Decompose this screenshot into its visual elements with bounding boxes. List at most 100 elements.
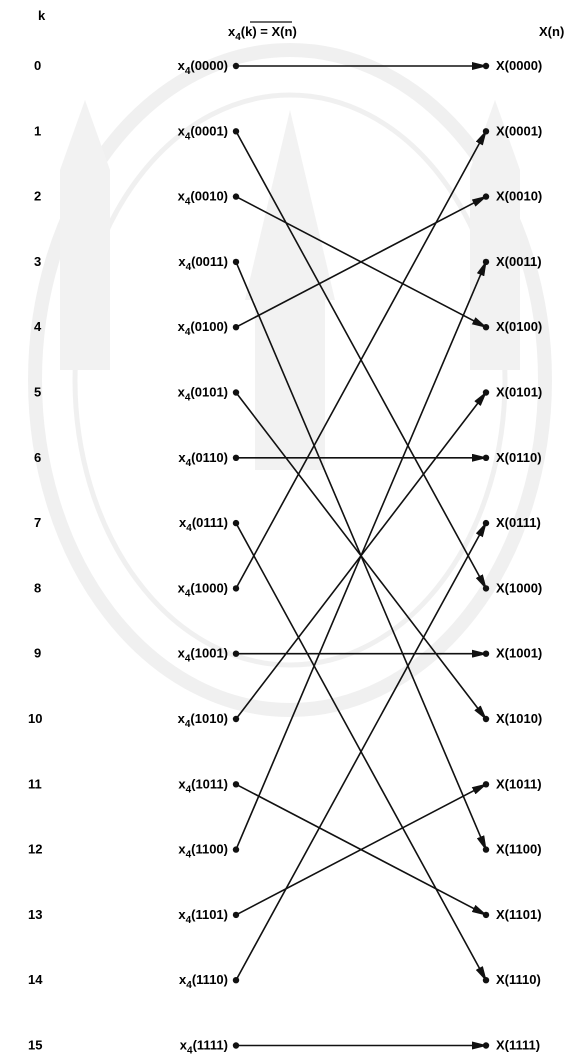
input-label-arg: (0001) [190,123,228,138]
output-label: X(0111) [496,515,541,530]
output-node-dot [483,977,489,983]
input-label-arg: (1110) [192,972,228,987]
input-label-arg: (0110) [191,450,228,465]
output-node-dot [483,259,489,265]
output-node-dot [483,193,489,199]
output-label: X(1100) [496,842,542,857]
k-value: 12 [28,842,42,857]
output-label: X(1010) [496,711,542,726]
k-value: 1 [34,123,41,138]
input-node-dot [233,324,239,330]
k-value: 5 [34,385,41,400]
input-label-arg: (1011) [191,776,228,791]
input-node-dot [233,781,239,787]
output-node-dot [483,324,489,330]
input-label: x4(1001) [178,646,228,665]
input-label: x4(0001) [178,123,228,142]
output-node-dot [483,520,489,526]
output-node-dot [483,389,489,395]
output-node-dot [483,128,489,134]
k-value: 0 [34,58,41,73]
output-label: X(0011) [496,254,542,269]
input-label: x4(1111) [180,1038,228,1057]
output-node-dot [483,912,489,918]
output-label: X(0101) [496,385,542,400]
output-label: X(1101) [496,907,542,922]
input-node-dot [233,63,239,69]
output-label: X(0000) [496,58,542,73]
input-label-arg: (0010) [190,189,228,204]
output-node-dot [483,651,489,657]
output-node-dot [483,63,489,69]
output-node-dot [483,781,489,787]
input-label: x4(1011) [178,776,228,795]
input-label: x4(0101) [178,385,228,404]
input-node-dot [233,128,239,134]
input-node-dot [233,259,239,265]
k-value: 15 [28,1038,42,1053]
k-value: 7 [34,515,41,530]
output-node-dot [483,1042,489,1048]
output-label: X(0010) [496,189,542,204]
input-node-dot [233,912,239,918]
input-nodes: x4(0000)x4(0001)x4(0010)x4(0011)x4(0100)… [178,58,240,1057]
output-node-dot [483,846,489,852]
k-value: 9 [34,646,41,661]
input-label: x4(1100) [178,842,228,861]
input-label-arg: (1001) [190,646,228,661]
input-label: x4(1101) [178,907,228,926]
input-node-dot [233,1042,239,1048]
left-header: x4(k) = X(n) [228,22,297,43]
input-node-dot [233,193,239,199]
k-value: 8 [34,580,41,595]
k-value: 3 [34,254,41,269]
input-node-dot [233,651,239,657]
input-label-arg: (1100) [191,842,228,857]
svg-text:x4(k) = X(n): x4(k) = X(n) [228,24,297,43]
watermark-seal [35,50,545,710]
input-label: x4(1110) [179,972,228,991]
input-node-dot [233,520,239,526]
input-label: x4(1010) [178,711,228,730]
input-node-dot [233,716,239,722]
output-label: X(0110) [496,450,542,465]
output-label: X(1011) [496,776,542,791]
input-label-arg: (1101) [191,907,228,922]
k-value: 13 [28,907,42,922]
input-node-dot [233,846,239,852]
output-node-dot [483,455,489,461]
input-label: x4(1000) [178,580,228,599]
input-node-dot [233,585,239,591]
input-label: x4(0110) [178,450,228,469]
k-column: 0123456789101112131415 [28,58,43,1053]
input-label: x4(0111) [179,515,228,534]
k-value: 11 [28,776,42,791]
k-value: 4 [34,319,42,334]
input-label-arg: (0011) [191,254,228,269]
input-label: x4(0100) [178,319,228,338]
input-node-dot [233,455,239,461]
k-header: k [38,8,46,23]
input-label-arg: (1000) [190,580,228,595]
output-label: X(1001) [496,646,542,661]
input-label-arg: (0000) [190,58,228,73]
input-node-dot [233,977,239,983]
output-label: X(1110) [496,972,541,987]
output-node-dot [483,585,489,591]
k-value: 2 [34,189,41,204]
input-label-arg: (0100) [190,319,228,334]
output-label: X(1000) [496,580,542,595]
k-value: 10 [28,711,42,726]
output-node-dot [483,716,489,722]
input-label: x4(0010) [178,189,228,208]
input-label-arg: (0111) [192,515,228,530]
output-label: X(0100) [496,319,542,334]
k-value: 6 [34,450,41,465]
output-label: X(1111) [496,1038,540,1053]
left-header-eq: (k) = X(n) [241,24,297,39]
input-label-arg: (1111) [193,1038,228,1053]
input-label-arg: (0101) [190,385,228,400]
input-node-dot [233,389,239,395]
input-label: x4(0011) [178,254,228,273]
